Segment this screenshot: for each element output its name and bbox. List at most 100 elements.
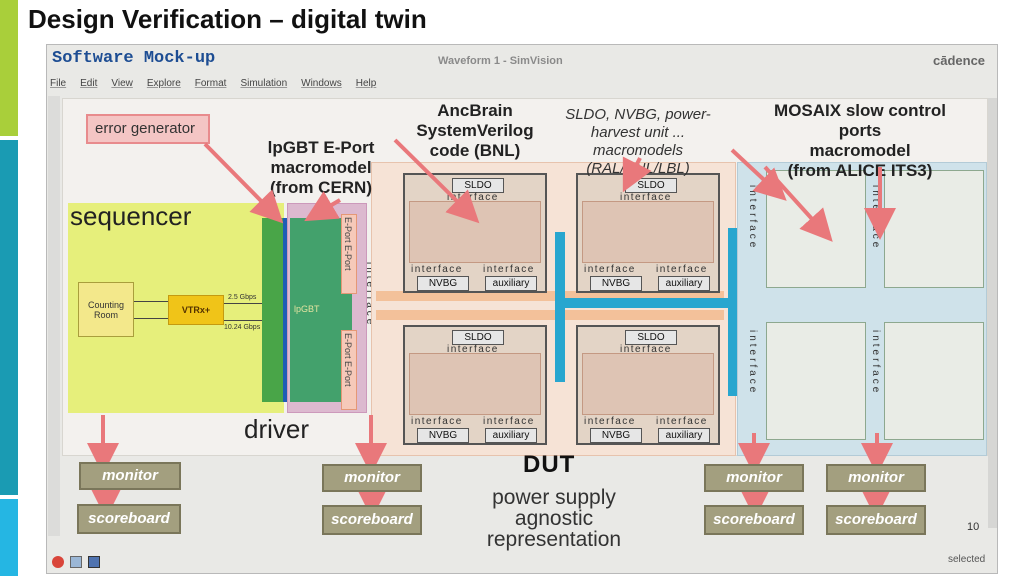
sldo-block: SLDO [625,178,677,193]
scoreboard-box-mosaix-2: scoreboard [826,505,926,535]
rate-up-label: 2.5 Gbps [228,294,257,301]
monitor-box-driver: monitor [322,464,422,492]
menu-simulation[interactable]: Simulation [240,78,288,89]
nvbg-block: NVBG [417,276,469,291]
scoreboard-box-mosaix-1: scoreboard [704,505,804,535]
sldo-interface-label: interface [620,344,672,355]
monitor-box-mosaix-1: monitor [704,464,804,492]
dut-blue-bus-h [556,298,861,308]
page-number: 10 [967,521,980,533]
nvbg-interface-label: interface [411,416,463,427]
lpgbt-callout: lpGBT E-Port macromodel (from CERN) [262,138,380,198]
sldo-block: SLDO [452,330,504,345]
driver-bar [262,218,286,402]
sidebar-accent-teal [0,140,18,495]
nvbg-block: NVBG [417,428,469,443]
rate-down-label: 10.24 Gbps [224,324,261,331]
menu-view[interactable]: View [111,78,133,89]
mosaix-interface-label-2: interface [870,185,881,251]
dut-quad-bottom-right: SLDO interface interface interface NVBG … [576,325,720,445]
dut-quad-top-left: SLDO interface interface interface NVBG … [403,173,547,293]
status-text: selected [948,554,986,565]
eport-block-top: E-Port E-Port [341,214,357,294]
quad-circuit [582,201,714,263]
monitor-box-mosaix-2: monitor [826,464,926,492]
nvbg-interface-label: interface [411,264,463,275]
dut-bus-horizontal-top [376,291,724,301]
menu-help[interactable]: Help [355,78,377,89]
right-scrollbar[interactable] [988,98,997,528]
sldo-interface-label: interface [447,344,499,355]
link-line-down-right [224,320,264,321]
mosaix-callout-line2: macromodel [809,141,911,160]
quad-circuit [409,201,541,263]
power-supply-label: power supply agnostic representation [486,486,622,551]
mosaix-block-br [884,322,984,440]
nvbg-block: NVBG [590,428,642,443]
link-line-up-right [224,303,264,304]
toolbar-strip [48,96,60,536]
brand-logo: cādence [933,53,986,68]
eport-block-bottom: E-Port E-Port [341,330,357,410]
mosaix-callout-line1: MOSAIX slow control ports [774,101,946,140]
sldo-callout: SLDO, NVBG, power- harvest unit ... macr… [546,106,730,178]
dut-bus-horizontal-bottom [376,310,724,320]
monitor-box-sequencer: monitor [79,462,181,490]
scoreboard-box-sequencer: scoreboard [77,504,181,534]
lpgbt-inner-label: lpGBT [294,304,320,314]
nvbg-interface-label: interface [584,416,636,427]
menu-edit[interactable]: Edit [80,78,98,89]
stop-icon[interactable] [52,556,64,568]
sldo-block: SLDO [625,330,677,345]
menu-format[interactable]: Format [194,78,227,89]
auxiliary-block: auxiliary [485,276,537,291]
mosaix-block-tr [884,170,984,288]
dut-blue-bus-v [555,232,565,382]
lpgbt-callout-line2: macromodel [270,158,372,177]
ancbrain-callout: AncBrain SystemVerilog code (BNL) [410,101,540,161]
sequencer-label: sequencer [70,201,192,231]
mockup-title: Software Mock-up [52,49,216,68]
nvbg-block: NVBG [590,276,642,291]
slide-title: Design Verification – digital twin [28,4,427,34]
menu-windows[interactable]: Windows [301,78,342,89]
scoreboard-box-driver: scoreboard [322,505,422,535]
window-title: Waveform 1 - SimVision [438,55,563,67]
sldo-interface-label: interface [620,192,672,203]
menu-file[interactable]: File [50,78,67,89]
aux-interface-label: interface [483,416,535,427]
menu-bar: File Edit View Explore Format Simulation… [50,78,390,96]
aux-interface-label: interface [483,264,535,275]
sldo-block: SLDO [452,178,504,193]
copy-icon[interactable] [70,556,82,568]
ancbrain-callout-line2: SystemVerilog [416,121,534,140]
vtrx-block: VTRx+ [168,295,224,325]
sldo-callout-line3: (RAL/BNL/LBL) [586,160,690,177]
sldo-interface-label: interface [447,192,499,203]
eport-label-bottom: E-Port E-Port [343,333,353,387]
link-line-up [134,301,168,302]
ancbrain-callout-line1: AncBrain [437,101,513,120]
eport-label-top: E-Port E-Port [343,217,353,271]
auxiliary-block: auxiliary [658,276,710,291]
mosaix-block-bl [766,322,866,440]
sidebar-accent-cyan [0,499,18,576]
driver-bus-line [283,218,287,402]
quad-circuit [409,353,541,415]
mosaix-interface-label-1: interface [747,185,758,251]
counting-room-block: Counting Room [78,282,134,337]
sidebar-accent-green [0,0,18,136]
save-icon[interactable] [88,556,100,568]
dut-label: DUT [523,451,576,478]
aux-interface-label: interface [656,416,708,427]
dut-quad-top-right: SLDO interface interface interface NVBG … [576,173,720,293]
menu-explore[interactable]: Explore [146,78,181,89]
mosaix-blue-bus-v [728,228,738,396]
ancbrain-callout-line3: code (BNL) [429,141,521,160]
mosaix-block-tl [766,170,866,288]
auxiliary-block: auxiliary [485,428,537,443]
mosaix-callout: MOSAIX slow control ports macromodel (fr… [752,101,968,181]
quad-circuit [582,353,714,415]
error-generator-box: error generator [86,114,210,144]
mosaix-callout-line3: (from ALICE ITS3) [787,161,933,180]
